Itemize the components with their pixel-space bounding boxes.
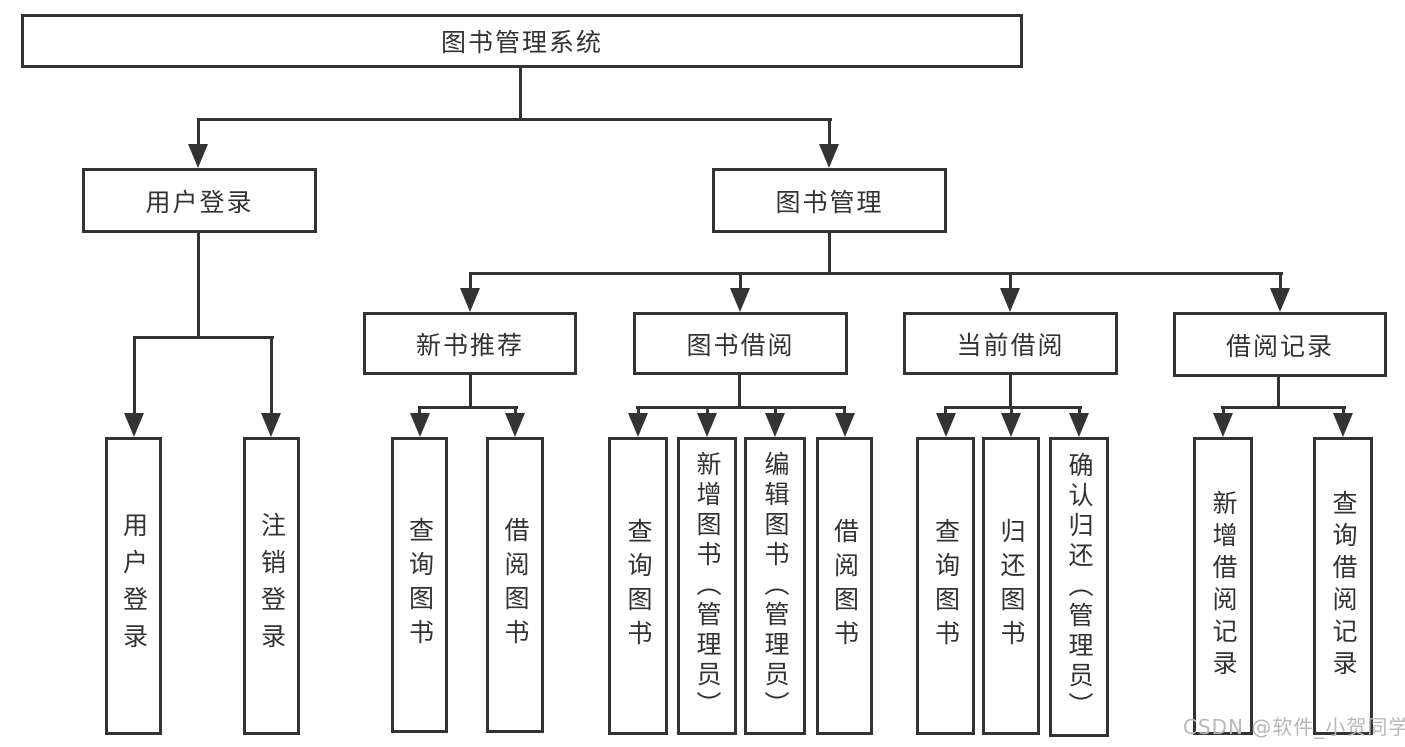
arrow-down-icon (1333, 413, 1353, 437)
node-cb-return-books: 归还图书 (982, 437, 1040, 735)
node-label: 新书推荐 (415, 330, 524, 360)
node-label: 查询图书 (624, 518, 653, 654)
connector-segment (519, 68, 522, 118)
node-cb-confirm-return: 确认归还（管理员） (1049, 437, 1109, 737)
connector-segment (196, 121, 200, 148)
arrow-down-icon (834, 413, 855, 437)
arrow-down-icon (1069, 413, 1089, 437)
arrow-down-icon (697, 413, 717, 437)
node-label: 查询借阅记录 (1329, 490, 1358, 682)
connector-segment (1220, 406, 1346, 409)
arrow-down-icon (261, 413, 281, 437)
node-label: 用户登录 (145, 187, 254, 217)
connector-segment (1008, 375, 1012, 409)
node-label: 编辑图书（管理员） (761, 451, 790, 721)
node-label: 借阅图书 (501, 517, 530, 653)
node-br-query-record: 查询借阅记录 (1313, 437, 1373, 735)
node-new-book-recommend: 新书推荐 (363, 312, 577, 375)
arrow-down-icon (1001, 413, 1021, 437)
connector-segment (468, 275, 472, 292)
node-label: 当前借阅 (956, 330, 1065, 360)
connector-segment (943, 406, 1082, 409)
connector-segment (738, 275, 742, 292)
arrow-down-icon (1000, 288, 1020, 312)
connector-segment (196, 233, 200, 339)
node-bb-edit-books: 编辑图书（管理员） (744, 437, 806, 735)
arrow-down-icon (460, 288, 480, 312)
connector-segment (1008, 275, 1012, 292)
connector-segment (269, 339, 273, 417)
node-bb-borrow-books: 借阅图书 (816, 437, 873, 735)
arrow-down-icon (505, 413, 525, 437)
connector-segment (132, 336, 274, 339)
node-label: 图书借阅 (686, 330, 795, 360)
node-label: 确认归还（管理员） (1065, 452, 1094, 722)
node-label: 新增图书（管理员） (693, 451, 722, 721)
connector-segment (827, 233, 831, 275)
node-label: 归还图书 (997, 518, 1026, 654)
arrow-down-icon (124, 413, 144, 437)
node-user-login-action: 用户登录 (105, 437, 162, 735)
arrow-down-icon (819, 144, 839, 168)
connector-segment (1278, 275, 1282, 292)
node-label: 查询图书 (931, 518, 961, 654)
connector-segment (468, 375, 472, 409)
node-label: 图书管理 (775, 187, 884, 217)
arrow-down-icon (1270, 288, 1290, 312)
connector-segment (1276, 375, 1280, 409)
connector-segment (196, 118, 832, 121)
node-label: 图书管理系统 (440, 28, 603, 57)
node-root: 图书管理系统 (21, 14, 1023, 68)
arrow-down-icon (188, 144, 208, 168)
node-current-borrow: 当前借阅 (903, 312, 1118, 375)
node-borrow-records: 借阅记录 (1173, 312, 1387, 377)
node-label: 用户登录 (119, 512, 149, 660)
arrow-down-icon (935, 413, 956, 437)
node-nb-borrow-books: 借阅图书 (486, 437, 544, 733)
node-label: 新增借阅记录 (1209, 490, 1238, 682)
node-label: 查询图书 (405, 517, 435, 653)
node-cb-query-books: 查询图书 (916, 437, 975, 735)
connector-segment (635, 406, 846, 409)
arrow-down-icon (1213, 413, 1233, 437)
node-nb-query-books: 查询图书 (391, 437, 448, 733)
arrow-down-icon (628, 413, 648, 437)
node-user-login: 用户登录 (82, 168, 317, 233)
node-book-borrow: 图书借阅 (633, 312, 848, 375)
connector-segment (827, 121, 831, 148)
node-book-management: 图书管理 (712, 168, 947, 233)
node-bb-add-books: 新增图书（管理员） (677, 437, 737, 735)
arrow-down-icon (730, 288, 750, 312)
node-br-add-record: 新增借阅记录 (1193, 437, 1253, 735)
connector-segment (132, 339, 136, 417)
arrow-down-icon (409, 413, 430, 437)
node-label: 借阅记录 (1225, 331, 1334, 361)
connector-segment (417, 406, 518, 409)
connector-segment (468, 272, 1283, 275)
node-label: 借阅图书 (830, 518, 860, 654)
connector-segment (737, 375, 741, 409)
arrow-down-icon (765, 413, 785, 437)
node-bb-query-books: 查询图书 (608, 437, 668, 735)
node-logout-action: 注销登录 (243, 437, 300, 735)
watermark: CSDN @软件_小贺同学 (1183, 715, 1405, 739)
node-label: 注销登录 (257, 512, 287, 660)
